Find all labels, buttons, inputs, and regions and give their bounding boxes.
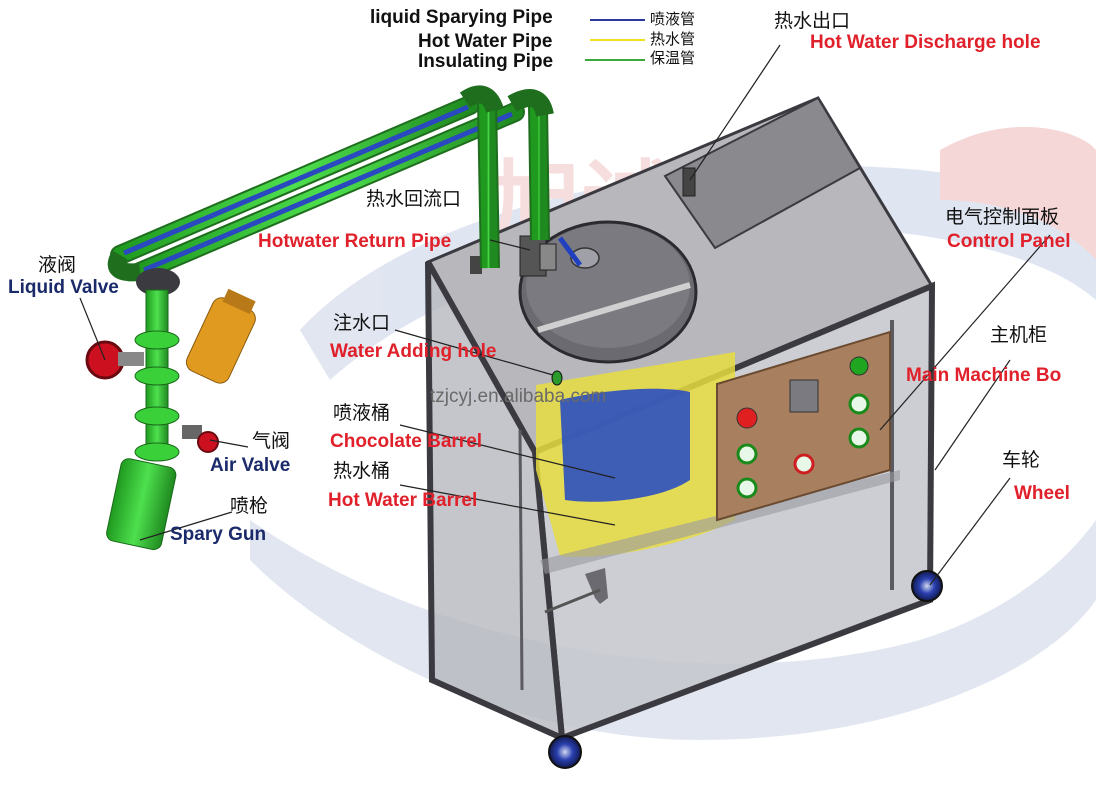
control-panel-en-label: Control Panel [947,231,1071,252]
water-adding-cn-label: 注水口 [333,312,391,334]
water-adding-en-label: Water Adding hole [330,341,497,362]
wheel-en-label: Wheel [1014,483,1070,504]
liquid-valve-en-label: Liquid Valve [8,277,119,298]
main-machine-cn-label: 主机柜 [990,324,1048,346]
air-valve-en-label: Air Valve [210,455,291,476]
choc-barrel-en-label: Chocolate Barrel [330,431,483,452]
choc-barrel-cn-label: 喷液桶 [333,402,391,424]
hot-water-barrel-cn-label: 热水桶 [333,460,391,482]
discharge-cn-label: 热水出口 [774,10,851,32]
air-valve-cn-label: 气阀 [252,430,291,452]
hot-water-barrel-en-label: Hot Water Barrel [328,490,478,511]
legend-spraying-pipe-cn: 喷液管 [650,10,696,28]
return-pipe-en-label: Hotwater Return Pipe [258,231,452,252]
legend-spraying-pipe-label: liquid Sparying Pipe [370,7,553,28]
discharge-en-label: Hot Water Discharge hole [810,32,1041,53]
spray-gun-cn-label: 喷枪 [230,495,269,517]
liquid-valve-cn-label: 液阀 [38,254,77,276]
leader-lines [79,19,1051,586]
spray-gun-en-label: Spary Gun [170,524,267,545]
control-panel-cn-label: 电气控制面板 [945,206,1060,228]
watermark-url: tzjcyj.en.alibaba.com [430,386,607,407]
main-machine-en-label: Main Machine Bo [906,365,1062,386]
legend-insulating-pipe-cn: 保温管 [650,49,696,67]
top-fittings [470,167,696,386]
air-valve-knob [197,431,219,453]
control-panel [716,330,891,522]
wheel-front [548,735,582,769]
pipe-arm [107,85,554,282]
legend-hot-water-pipe-cn: 热水管 [650,30,696,48]
wheel-cn-label: 车轮 [1002,449,1041,471]
legend-insulating-pipe-label: Insulating Pipe [418,51,554,72]
barrel-lid [518,220,698,364]
legend-hot-water-pipe-label: Hot Water Pipe [418,31,553,52]
return-pipe-cn-label: 热水回流口 [366,188,462,210]
